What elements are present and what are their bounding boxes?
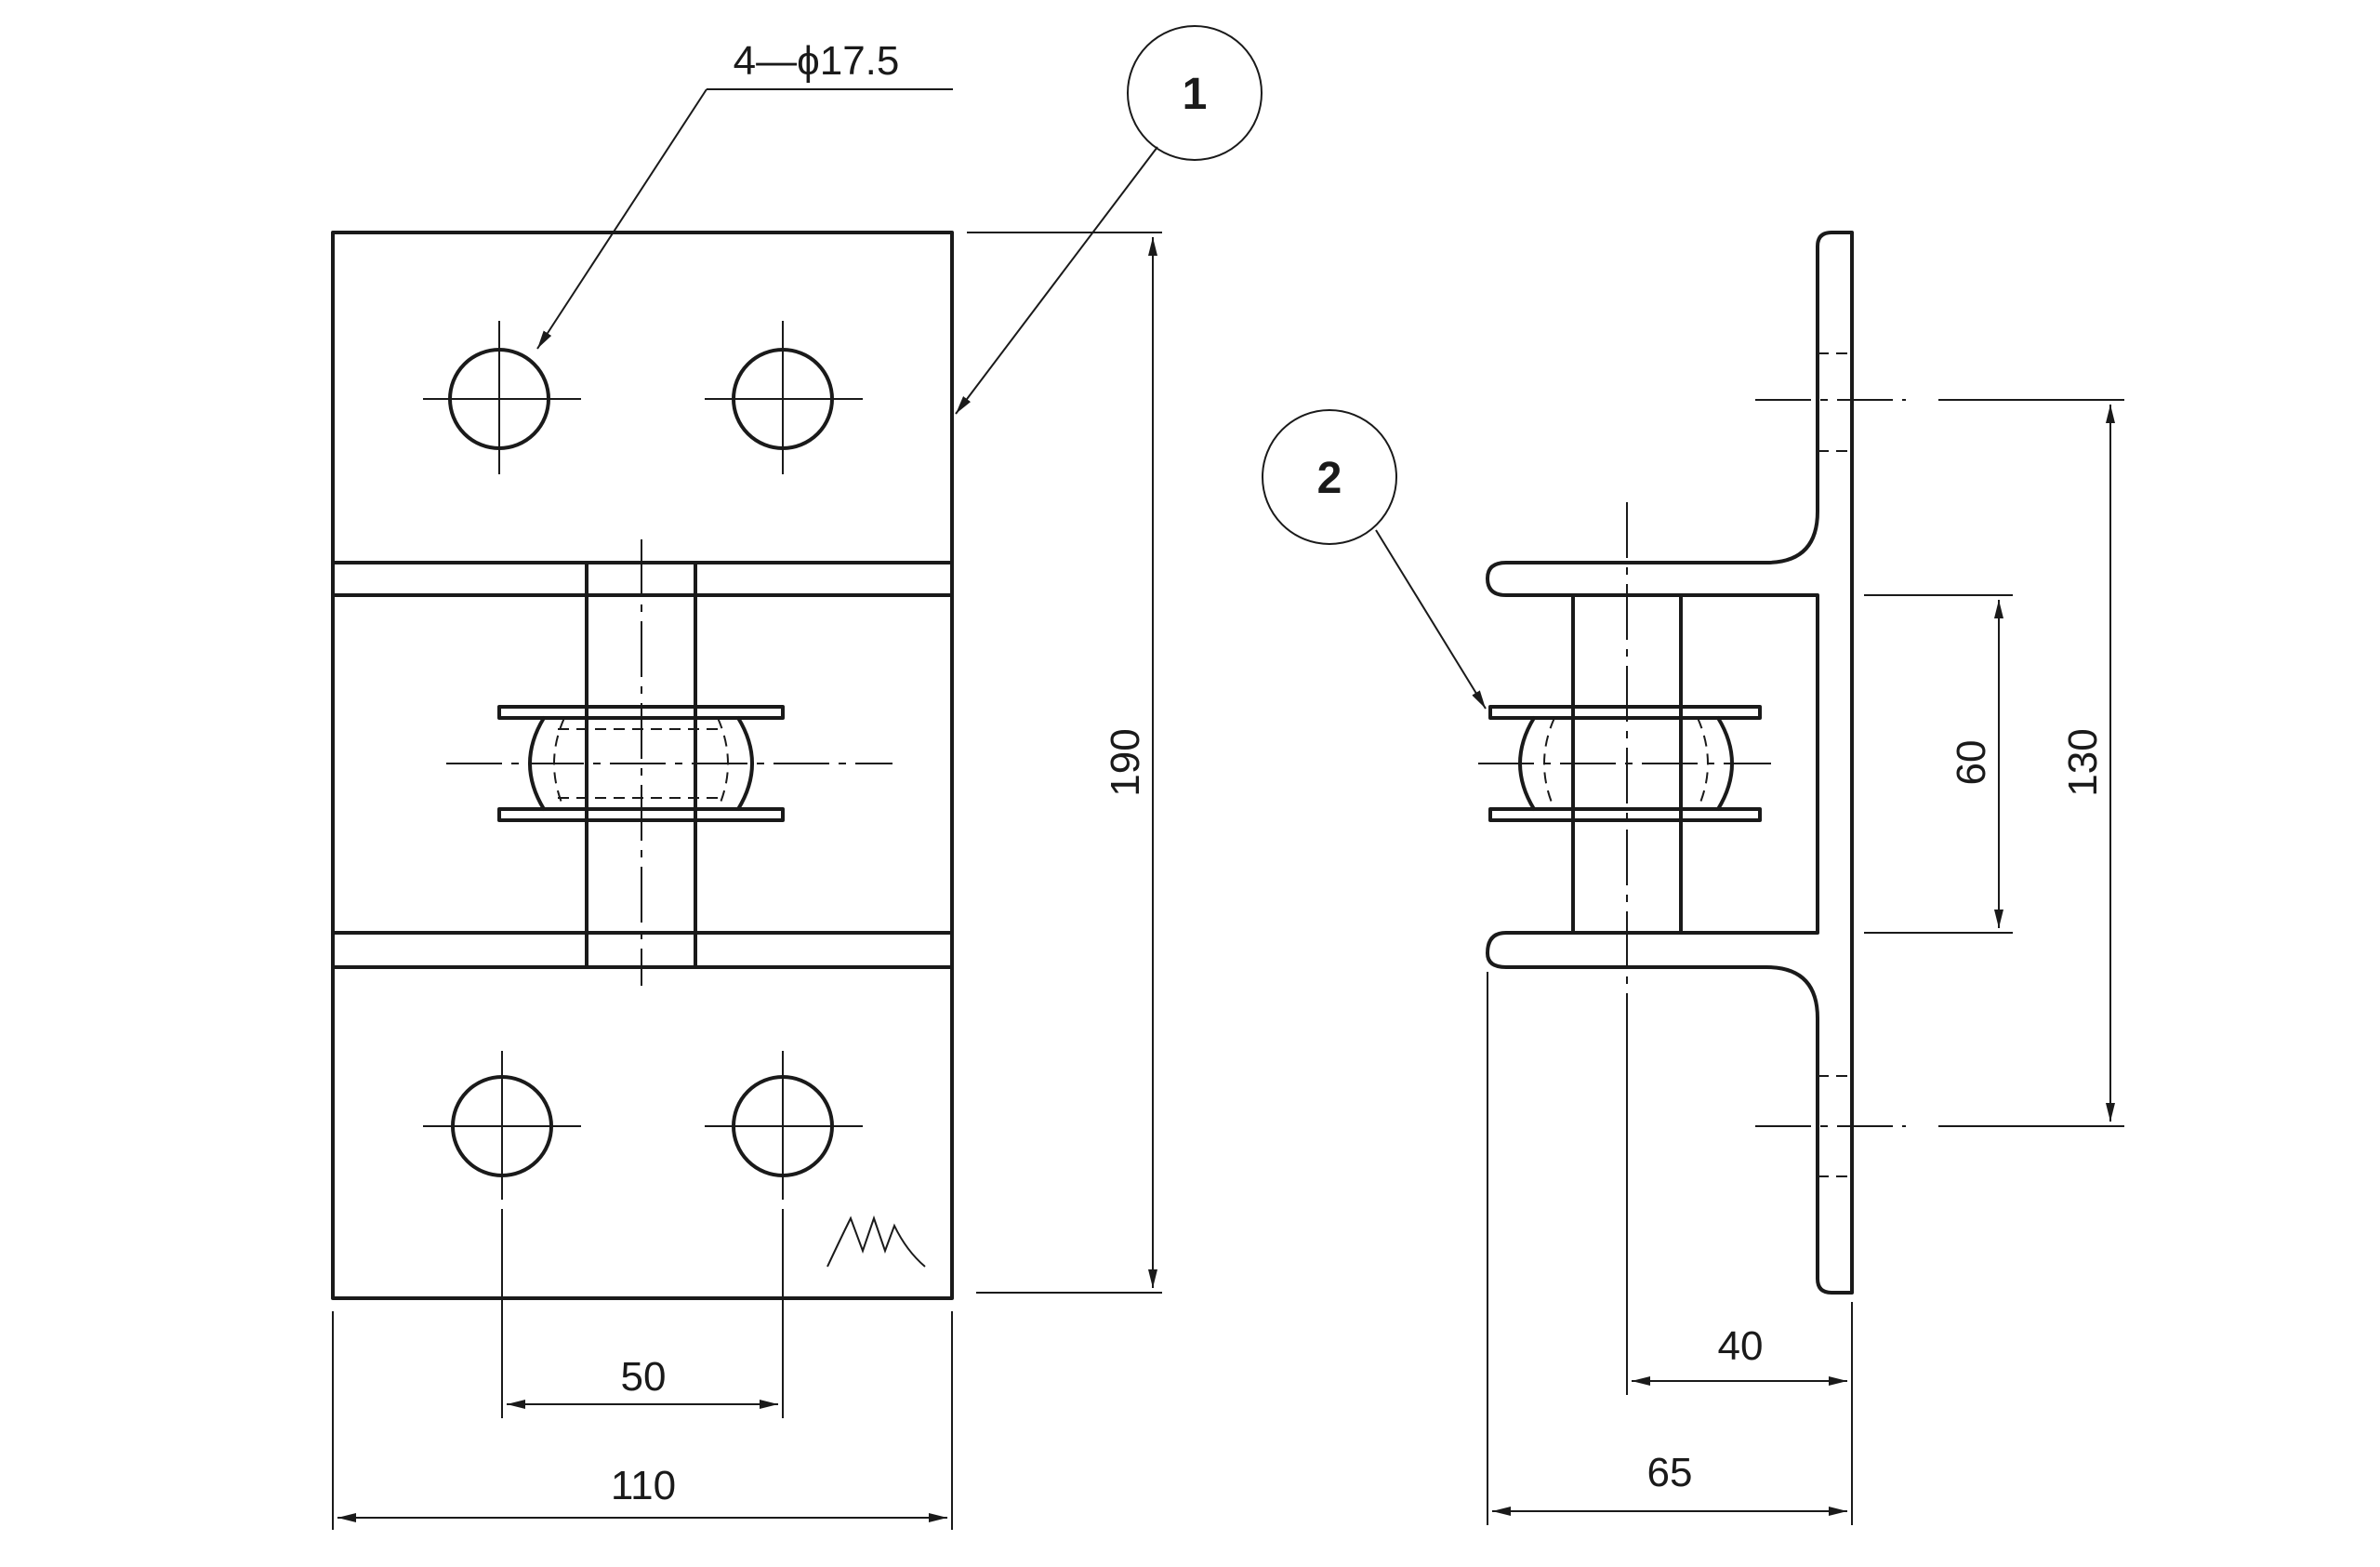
dim-60-text: 60 — [1949, 740, 1994, 786]
hole-bottom-left — [423, 1051, 581, 1200]
hole-callout-text: 4—ϕ17.5 — [734, 38, 900, 84]
hole-callout: 4—ϕ17.5 — [536, 38, 953, 350]
side-plate-outline — [1486, 231, 1854, 1295]
balloon-1: 1 — [955, 25, 1263, 415]
pulley-front — [446, 705, 892, 822]
dim-offset-40: 40 — [1626, 1014, 1853, 1525]
dim-flange-gap-60: 60 — [1864, 594, 2013, 934]
dim-height-text: 190 — [1103, 728, 1148, 796]
dim-offset-65: 65 — [1487, 972, 1847, 1525]
dim-width-text: 110 — [611, 1463, 676, 1508]
dim-width-110: 110 — [332, 1311, 953, 1530]
dim-hole-spacing-text: 50 — [621, 1354, 667, 1400]
dim-130-text: 130 — [2060, 728, 2106, 796]
side-view — [1478, 231, 1906, 1295]
balloon-2: 2 — [1262, 409, 1487, 710]
hole-bottom-right — [705, 1051, 863, 1200]
dim-65-text: 65 — [1647, 1450, 1693, 1495]
balloon-2-label: 2 — [1317, 454, 1342, 503]
front-view — [331, 231, 954, 1300]
pulley-side — [1478, 705, 1771, 822]
dim-hole-spacing-50: 50 — [501, 1209, 784, 1418]
dim-40-text: 40 — [1718, 1323, 1764, 1369]
dim-hole-spacing-130: 130 — [1938, 399, 2124, 1127]
balloon-1-label: 1 — [1183, 70, 1208, 119]
front-plate-outline — [331, 231, 954, 1300]
hole-top-right — [705, 321, 863, 474]
dim-height-190: 190 — [967, 232, 1162, 1294]
hole-top-left — [423, 321, 581, 474]
maker-logo — [826, 1215, 926, 1268]
